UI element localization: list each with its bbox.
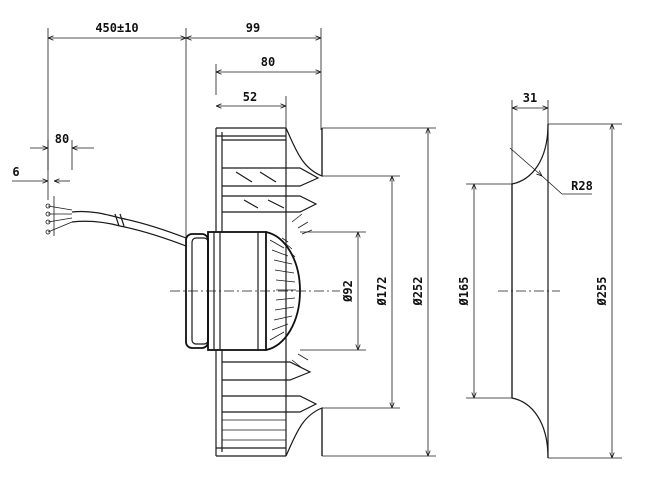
shroud-left — [285, 127, 323, 457]
dim-label-dia165: Ø165 — [457, 277, 471, 307]
dim-6: 6 — [12, 165, 70, 181]
dim-dia92: Ø92 — [300, 231, 366, 351]
dim-dia165: Ø165 — [457, 183, 512, 399]
dim-label-31: 31 — [523, 91, 537, 105]
cable — [45, 196, 187, 247]
dim-52: 52 — [216, 90, 287, 130]
dim-r28: R28 — [509, 147, 593, 195]
dim-label-dia172: Ø172 — [375, 277, 389, 307]
dim-label-dia92: Ø92 — [341, 280, 355, 303]
dim-label-6: 6 — [12, 165, 19, 179]
dim-label-99: 99 — [246, 21, 260, 35]
dim-cable-length: 450±10 — [47, 21, 187, 240]
dim-31: 31 — [511, 91, 549, 184]
dim-label-80-left: 80 — [55, 132, 69, 146]
dim-80-top: 80 — [215, 55, 321, 95]
dim-dia172: Ø172 — [322, 175, 400, 409]
dim-label-cable-length: 450±10 — [95, 21, 138, 35]
dim-label-52: 52 — [243, 90, 257, 104]
dim-label-r28: R28 — [571, 179, 593, 193]
dim-label-dia255: Ø255 — [595, 277, 609, 307]
dim-label-dia252: Ø252 — [411, 277, 425, 307]
dim-dia255: Ø255 — [548, 123, 622, 459]
dim-99: 99 — [186, 21, 322, 130]
impeller-blades — [215, 127, 320, 457]
dim-dia252: Ø252 — [322, 127, 436, 457]
dim-80-left: 80 — [30, 132, 94, 170]
dim-label-80-top: 80 — [261, 55, 275, 69]
